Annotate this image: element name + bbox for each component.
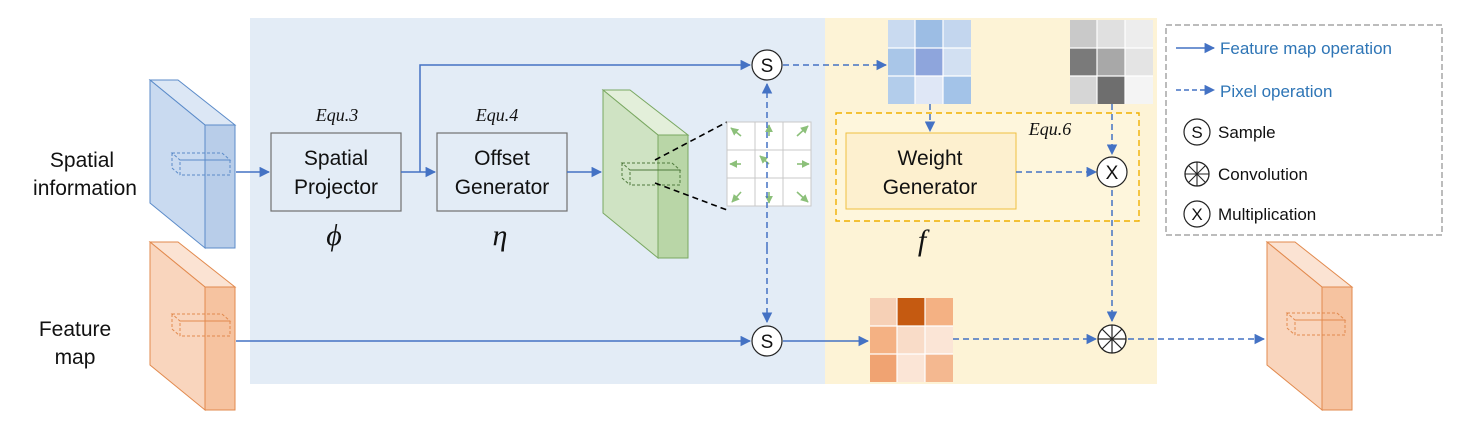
sampled-spatial-grid	[888, 20, 971, 104]
zoom-line-bottom	[654, 182, 728, 211]
weight-generator-equation: Equ.6	[1028, 119, 1072, 139]
legend-multiplication: Multiplication	[1218, 205, 1316, 224]
sample-node-top: S	[751, 49, 783, 81]
offset-generator-box	[436, 132, 568, 212]
arrow-projector-to-sample-top	[419, 59, 752, 172]
output-feature-slab	[1265, 240, 1354, 412]
weight-generator-label-2: Generator	[883, 176, 978, 199]
offset-generator-label-1: Offset	[474, 147, 530, 170]
legend-multiply-symbol: X	[1191, 205, 1202, 224]
offset-grid	[726, 121, 812, 207]
feature-map-label-1: Feature	[39, 318, 111, 341]
spatial-projector-symbol: ϕ	[326, 219, 342, 252]
multiply-node: X	[1096, 156, 1128, 188]
svg-text:S: S	[761, 332, 774, 353]
svg-text:X: X	[1106, 163, 1119, 184]
offset-generator-equation: Equ.4	[475, 105, 519, 125]
feature-map-label-2: map	[55, 346, 96, 369]
spatial-projector-box	[270, 132, 402, 212]
legend-sample-icon	[1183, 118, 1211, 146]
spatial-projector-equation: Equ.3	[315, 105, 359, 125]
sample-node-bottom: S	[751, 325, 783, 357]
convolution-node	[1097, 324, 1127, 354]
spatial-projector-label-1: Spatial	[304, 147, 368, 170]
spatial-information-label-1: Spatial	[50, 149, 114, 172]
sampled-feature-grid	[870, 298, 953, 382]
weight-generator-box	[845, 132, 1017, 210]
legend-pixel-operation: Pixel operation	[1220, 82, 1332, 101]
legend-multiplication-icon	[1183, 200, 1211, 228]
feature-map-slab	[148, 240, 237, 412]
spatial-projector-label-2: Projector	[294, 176, 378, 199]
weight-generator-label-1: Weight	[898, 147, 963, 170]
offset-generator-symbol: η	[493, 219, 508, 252]
offset-generator-label-2: Generator	[455, 176, 550, 199]
offset-field-slab	[601, 88, 690, 260]
svg-text:S: S	[761, 56, 774, 77]
zoom-line-top	[654, 121, 728, 161]
spatial-information-label-2: information	[33, 177, 137, 200]
legend-convolution-icon	[1184, 161, 1210, 187]
legend-feature-map-operation: Feature map operation	[1220, 39, 1392, 58]
legend-convolution: Convolution	[1218, 165, 1308, 184]
weight-grid	[1070, 20, 1153, 104]
legend-sample-symbol: S	[1191, 123, 1202, 142]
legend: Feature map operation Pixel operation S …	[1165, 24, 1443, 236]
legend-sample: Sample	[1218, 123, 1276, 142]
spatial-information-slab	[148, 78, 237, 250]
